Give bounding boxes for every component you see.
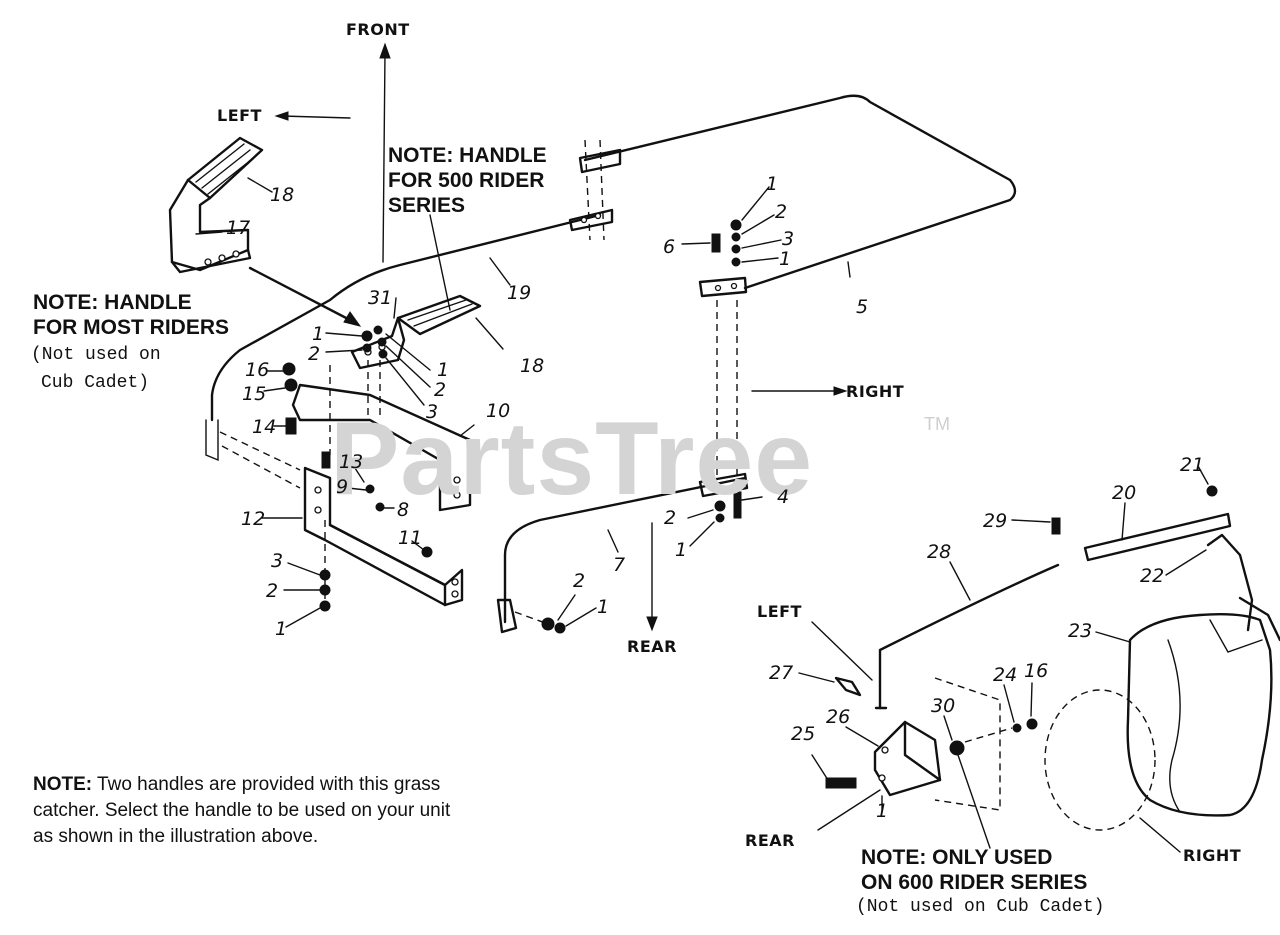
callout-18: 18 [520, 355, 545, 377]
left-direction-arrow [274, 111, 351, 121]
callout-16: 16 [1024, 660, 1049, 682]
callout-28: 28 [927, 541, 952, 563]
callout-9: 9 [336, 476, 349, 498]
rear-direction-arrow [646, 522, 658, 632]
note-600-not-cub-cadet: (Not used on Cub Cadet) [856, 897, 1105, 917]
callout-6: 6 [663, 236, 676, 258]
callout-1: 1 [437, 359, 450, 381]
callout-2: 2 [266, 580, 279, 602]
callout-1: 1 [766, 173, 779, 195]
callout-23: 23 [1068, 620, 1093, 642]
callout-1: 1 [597, 596, 610, 618]
callout-15: 15 [242, 383, 267, 405]
callout-31: 31 [368, 287, 393, 309]
callout-1: 1 [275, 618, 288, 640]
front-direction-arrow [379, 42, 391, 263]
right-label-mid: RIGHT [846, 382, 905, 401]
callout-3: 3 [782, 228, 795, 250]
callout-19: 19 [507, 282, 532, 304]
callout-10: 10 [486, 400, 511, 422]
watermark: PartsTree [330, 401, 814, 517]
callout-4: 4 [777, 486, 790, 508]
callout-5: 5 [856, 296, 869, 318]
callout-16: 16 [245, 359, 270, 381]
callout-21: 21 [1180, 454, 1205, 476]
callout-13: 13 [339, 451, 364, 473]
note-two-handles: NOTE: Two handles are provided with this… [33, 774, 451, 847]
callout-20: 20 [1112, 482, 1137, 504]
callout-17: 17 [226, 217, 251, 239]
note-only-600-series: NOTE: ONLY USED ON 600 RIDER SERIES [861, 846, 1088, 894]
callout-2: 2 [775, 201, 788, 223]
callout-12: 12 [241, 508, 266, 530]
callout-22: 22 [1140, 565, 1165, 587]
rod-7 [496, 472, 749, 634]
callout-1: 1 [779, 248, 792, 270]
callout-2: 2 [434, 379, 447, 401]
note-handle-500: NOTE: HANDLE FOR 500 RIDER SERIES [388, 144, 547, 217]
rear-label-mid: REAR [627, 637, 677, 656]
mounting-bracket [219, 360, 472, 607]
handle-most-riders [168, 136, 362, 327]
callout-25: 25 [791, 723, 816, 745]
callout-27: 27 [769, 662, 794, 684]
front-label: FRONT [346, 20, 410, 39]
callout-11: 11 [398, 527, 423, 549]
callout-8: 8 [397, 499, 410, 521]
left-label-top: LEFT [217, 106, 262, 125]
hardware-fasteners [282, 219, 1218, 634]
callout-26: 26 [826, 706, 851, 728]
callout-3: 3 [271, 550, 284, 572]
rear-assembly [825, 512, 1280, 831]
right-label-lower: RIGHT [1183, 846, 1242, 865]
callout-18: 18 [270, 184, 295, 206]
callout-2: 2 [573, 570, 586, 592]
note-handle-most-riders: NOTE: HANDLE FOR MOST RIDERS [33, 291, 230, 339]
note-not-used-cub-cadet: (Not used on Cub Cadet) [31, 345, 161, 393]
leader-lines [195, 177, 1209, 853]
rod-19 [205, 208, 614, 462]
trademark-mark: TM [924, 414, 950, 434]
callout-1: 1 [312, 323, 325, 345]
callout-2: 2 [308, 343, 321, 365]
callout-14: 14 [252, 416, 277, 438]
rear-label-lower: REAR [745, 831, 795, 850]
rod-5 [578, 94, 1017, 298]
callout-1: 1 [876, 800, 889, 822]
callout-7: 7 [613, 554, 626, 576]
left-label-lower: LEFT [757, 602, 802, 621]
callout-3: 3 [426, 401, 439, 423]
callout-30: 30 [931, 695, 956, 717]
callout-1: 1 [675, 539, 688, 561]
right-direction-arrow [751, 386, 848, 396]
callout-2: 2 [664, 507, 677, 529]
callout-24: 24 [993, 664, 1018, 686]
callout-29: 29 [983, 510, 1008, 532]
